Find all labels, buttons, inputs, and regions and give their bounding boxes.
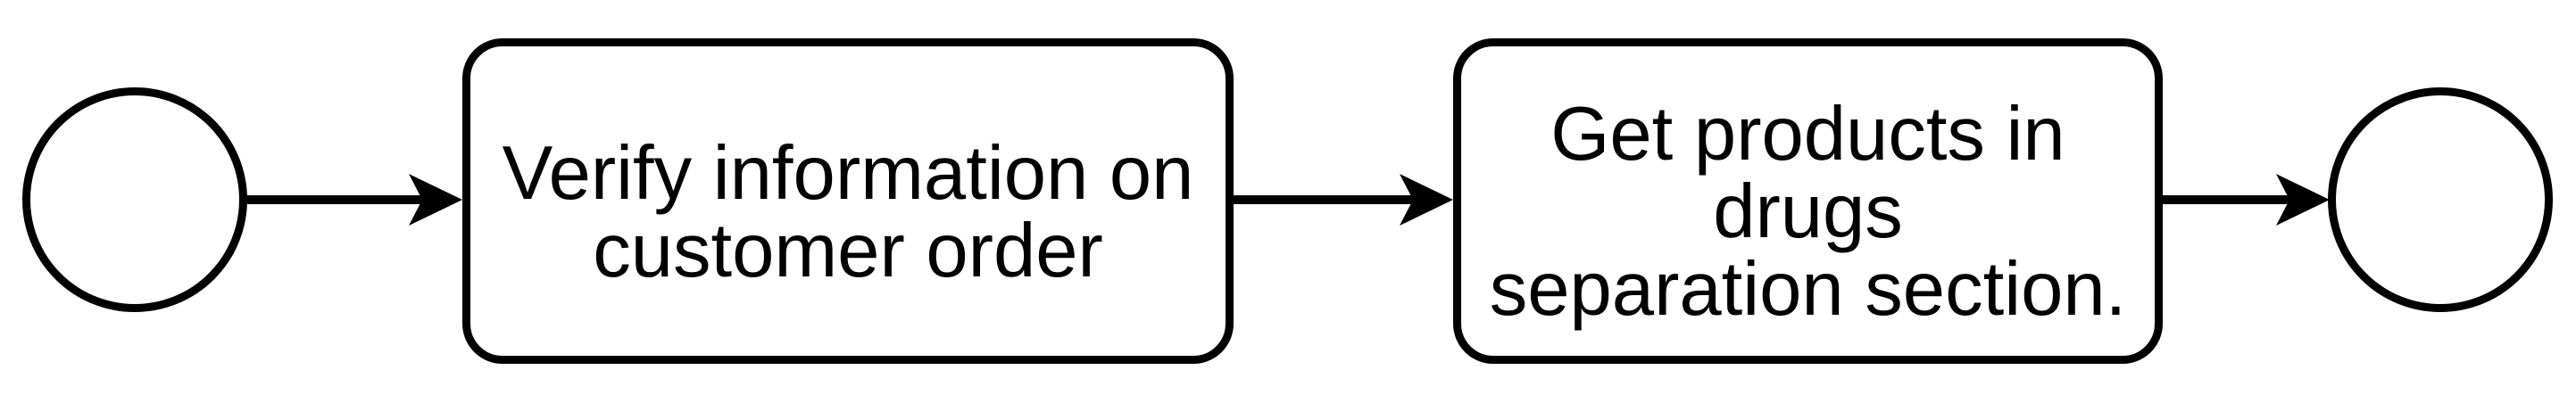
edge-arrow-task1-to-task2 [1234,174,1453,226]
edge-arrow-start-to-task1 [247,174,462,226]
task-node-verify-order: Verify information on customer order [462,38,1234,364]
end-event-node [2328,87,2553,312]
start-event-node [22,87,247,312]
task-label-verify-order: Verify information on customer order [502,130,1194,293]
task-node-get-products: Get products in drugs separation section… [1453,38,2163,364]
task-label-get-products: Get products in drugs separation section… [1489,92,2127,332]
edge-arrow-task2-to-end [2163,174,2330,226]
